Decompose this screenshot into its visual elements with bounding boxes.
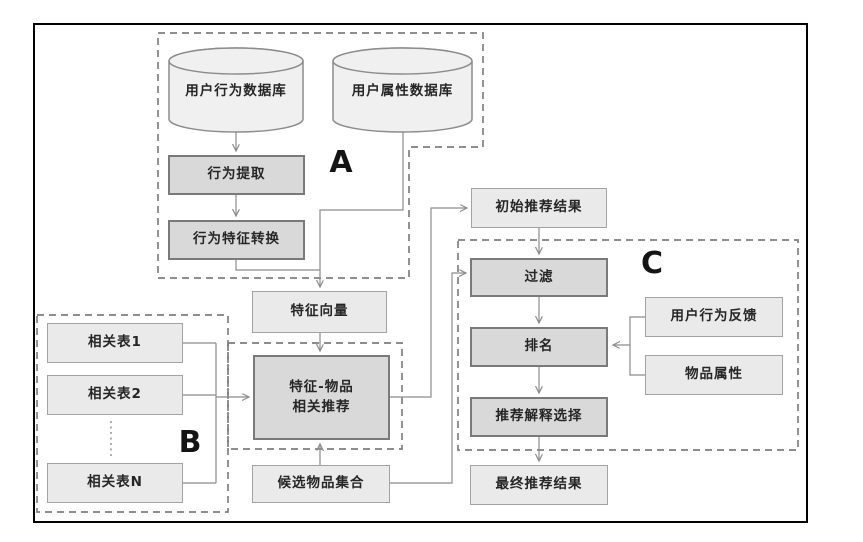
node-ranking: 排名 (470, 327, 608, 367)
node-feature-item-recommend: 特征-物品 相关推荐 (253, 355, 390, 440)
recommend-core-border (227, 342, 403, 450)
node-label-line1: 特征-物品 (289, 378, 354, 395)
node-behavior-feature-transform: 行为特征转换 (168, 220, 305, 260)
edge-attribute-db-to-feature-vector (320, 132, 404, 287)
node-label: 过滤 (524, 268, 554, 285)
group-c-border (457, 239, 799, 451)
db-user-attribute-label: 用户属性数据库 (351, 83, 454, 99)
node-final-result: 最终推荐结果 (470, 465, 608, 505)
node-label: 特征向量 (290, 303, 349, 320)
node-label: 候选物品集合 (277, 475, 365, 492)
node-label: 初始推荐结果 (495, 199, 583, 216)
group-b-label: B (178, 425, 202, 460)
group-c-label: C (640, 246, 664, 281)
node-initial-result: 初始推荐结果 (471, 188, 607, 228)
node-related-table-1: 相关表1 (47, 323, 183, 363)
user-attribute-db-cylinder (332, 47, 473, 133)
node-item-attribute: 物品属性 (645, 355, 783, 395)
node-label: 相关表1 (88, 334, 142, 351)
node-related-table-n: 相关表N (47, 463, 183, 503)
group-a-label: A (329, 145, 353, 180)
node-label: 相关表2 (88, 386, 142, 403)
db-user-behavior-label: 用户行为数据库 (185, 83, 287, 99)
node-label: 行为特征转换 (193, 231, 280, 248)
edge-feedback-bracket (629, 316, 645, 376)
node-related-table-2: 相关表2 (47, 375, 183, 415)
node-candidate-item-set: 候选物品集合 (252, 465, 390, 503)
edge-related-tables-bus (183, 342, 217, 484)
node-label: 排名 (524, 338, 554, 355)
node-label: 行为提取 (207, 166, 266, 183)
node-feature-vector: 特征向量 (252, 291, 387, 333)
group-a-border (157, 32, 484, 279)
edge-core-to-initial-result (390, 208, 467, 398)
user-behavior-db-cylinder (168, 47, 304, 133)
edge-transform-merge (235, 260, 320, 271)
node-behavior-extraction: 行为提取 (168, 155, 305, 195)
node-label: 用户行为反馈 (670, 308, 758, 325)
node-label: 相关表N (87, 474, 143, 491)
node-label: 推荐解释选择 (495, 408, 583, 425)
outer-border (33, 23, 808, 523)
node-label-line2: 相关推荐 (292, 398, 351, 415)
node-label: 物品属性 (685, 366, 743, 383)
node-label: 最终推荐结果 (495, 476, 583, 493)
node-filter: 过滤 (470, 258, 608, 297)
edge-candidates-to-filter (390, 273, 466, 484)
node-user-behavior-feedback: 用户行为反馈 (645, 297, 783, 337)
node-explanation-selection: 推荐解释选择 (470, 397, 608, 437)
group-b-border (36, 314, 229, 513)
